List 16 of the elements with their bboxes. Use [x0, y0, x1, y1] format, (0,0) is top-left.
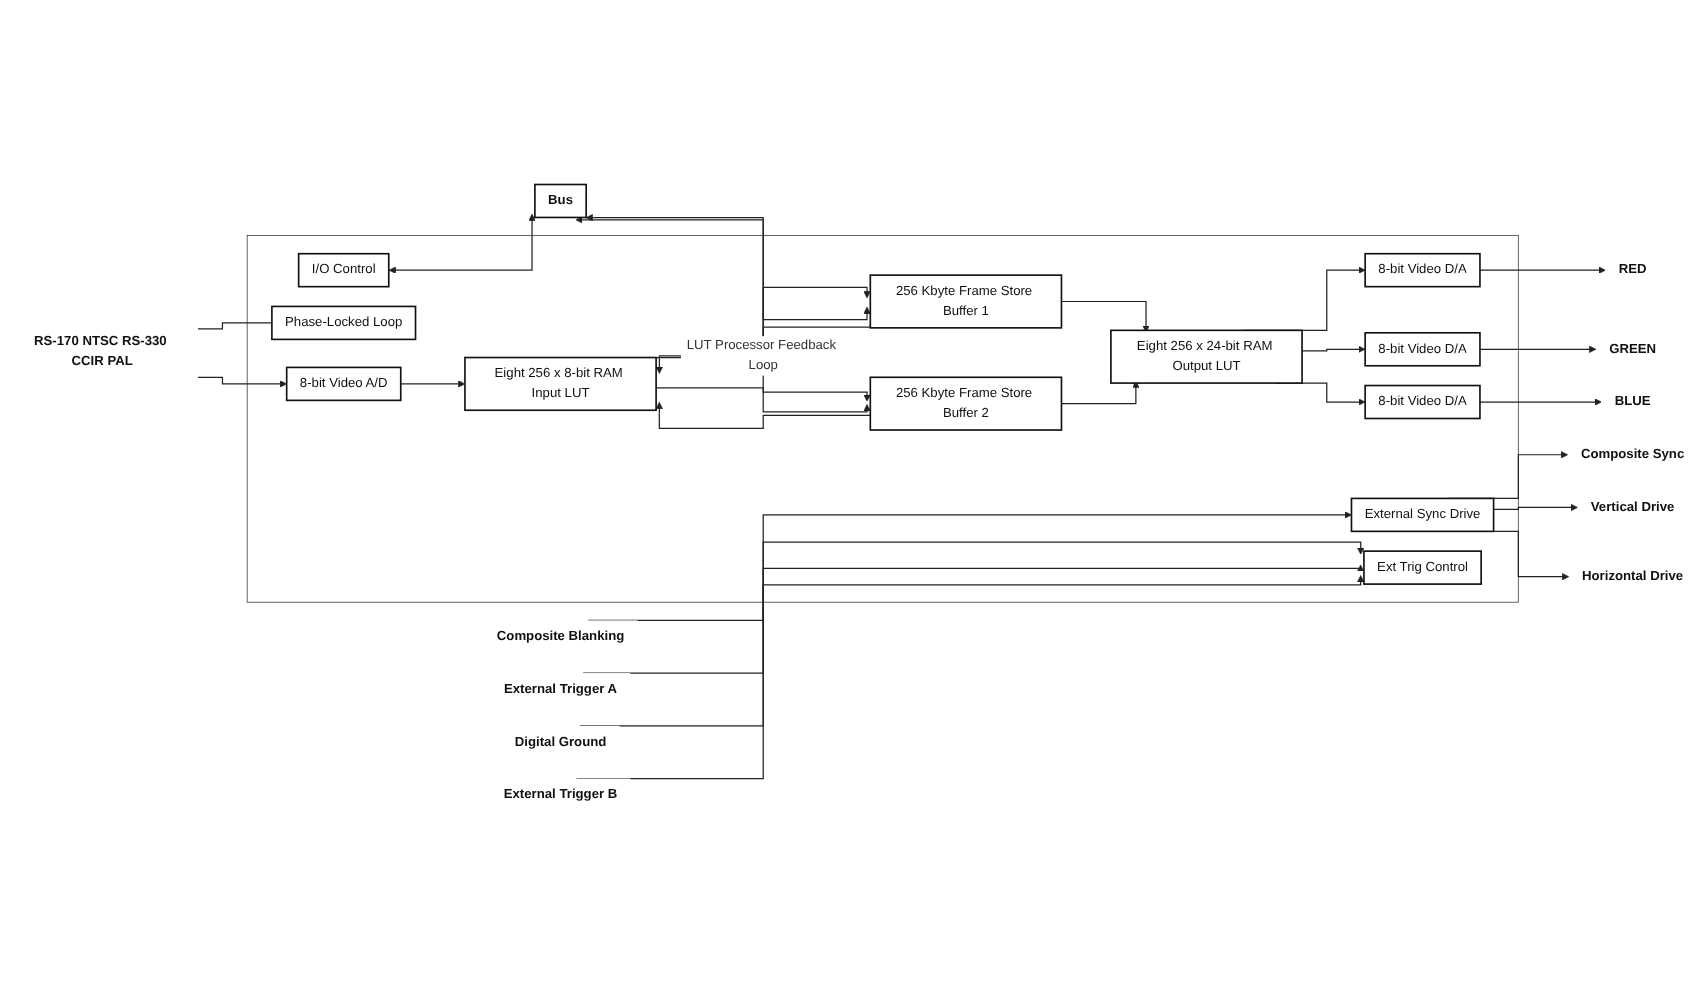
arrow [1479, 398, 1602, 406]
arrow [1493, 503, 1578, 512]
arrow [400, 380, 466, 388]
arrow [1060, 300, 1150, 333]
arrow [1301, 345, 1366, 353]
arrow [585, 214, 871, 321]
arrow [1479, 266, 1606, 274]
arrow [388, 213, 536, 274]
arrow [582, 541, 1365, 674]
arrow [655, 401, 871, 429]
arrow [1060, 380, 1140, 405]
arrow [655, 387, 871, 402]
arrow [1479, 345, 1597, 353]
cluster [246, 235, 1519, 603]
arrow [197, 376, 287, 388]
connector [197, 322, 273, 330]
